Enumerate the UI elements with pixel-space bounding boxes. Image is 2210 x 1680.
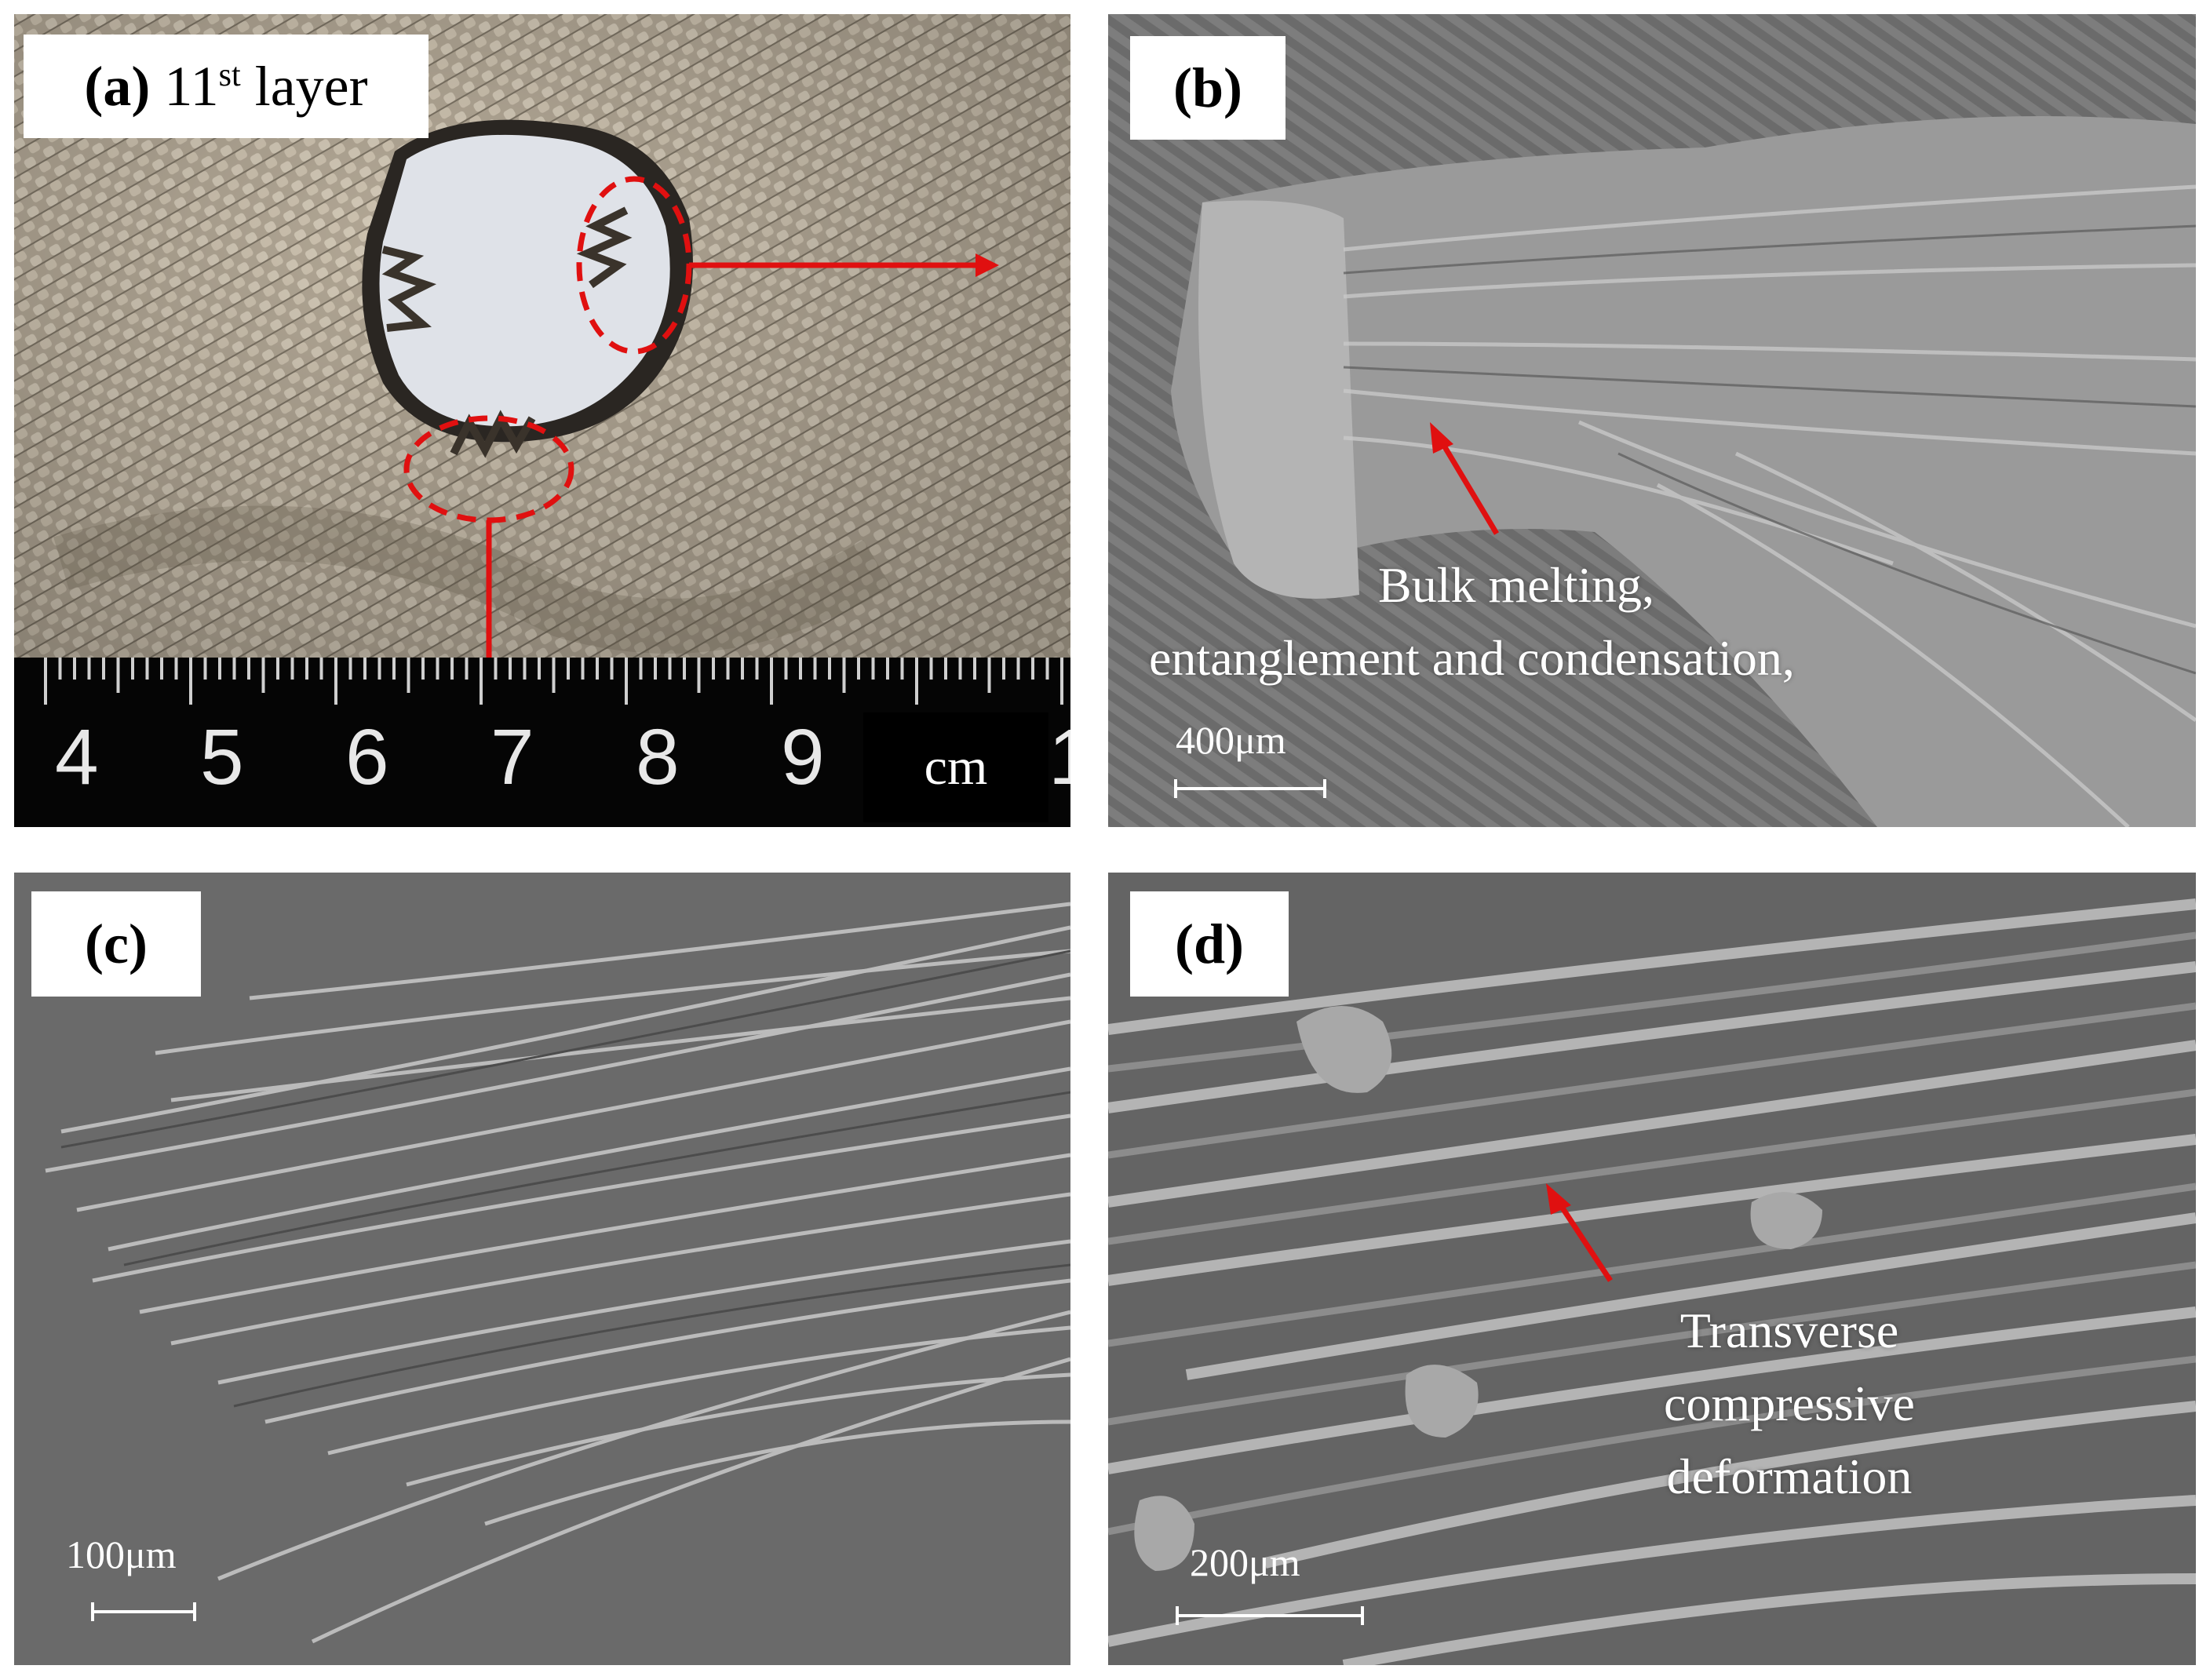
- panel-a-label-box: (a) 11st layer: [24, 35, 429, 138]
- ruler-number-5: 5: [200, 713, 244, 801]
- panel-d-label-box: (d): [1130, 891, 1289, 997]
- panel-d-sem: (d) Transverse compressive deformation 2…: [1108, 873, 2196, 1665]
- panel-b-label-box: (b): [1130, 36, 1286, 140]
- panel-c-sem: (c) 100μm: [14, 873, 1070, 1665]
- panel-c-label: (c): [85, 912, 148, 975]
- ruler-number-8: 8: [636, 713, 680, 801]
- ruler-number-4: 4: [55, 713, 99, 801]
- sem-image-c: [14, 873, 1070, 1665]
- ruler: 4 5 6 7 8 9 cm 1: [14, 658, 1070, 827]
- scale-bar-b: [1174, 779, 1326, 798]
- annotation-d-line1: Transverse: [1679, 1303, 1899, 1358]
- annotation-d-line2: compressive: [1664, 1375, 1915, 1431]
- annotation-d-line3: deformation: [1666, 1448, 1913, 1504]
- arrow-d: [1556, 1201, 1613, 1282]
- sem-image-d: [1108, 873, 2196, 1665]
- ruler-number-6: 6: [345, 713, 389, 801]
- arrow-b: [1439, 440, 1500, 535]
- annotation-b-line2: entanglement and condensation,: [1149, 629, 1795, 686]
- scale-label-d: 200μm: [1190, 1540, 1300, 1584]
- panel-a-label: (a) 11st layer: [84, 54, 368, 118]
- panel-c-label-box: (c): [31, 891, 201, 997]
- annotation-b: Bulk melting, entanglement and condensat…: [1108, 549, 2196, 695]
- scale-label-c: 100μm: [66, 1532, 177, 1576]
- ruler-ticks: [44, 658, 1063, 705]
- sem-image-b: [1108, 14, 2196, 827]
- ruler-unit-box: cm: [863, 712, 1048, 822]
- ruler-unit: cm: [924, 738, 988, 796]
- panel-a-fabric-photo: 4 5 6 7 8 9 cm 1 (a) 11st layer: [14, 14, 1070, 827]
- ruler-number-9: 9: [781, 713, 825, 801]
- annotation-d: Transverse compressive deformation: [1562, 1295, 2017, 1513]
- scale-label-b: 400μm: [1176, 718, 1286, 762]
- scale-bar-d: [1176, 1606, 1364, 1625]
- panel-d-label: (d): [1175, 912, 1244, 975]
- ruler-number-7: 7: [491, 713, 534, 801]
- panel-b-sem: (b) Bulk melting, entanglement and conde…: [1108, 14, 2196, 827]
- annotation-b-line1: Bulk melting,: [1378, 557, 1654, 613]
- ruler-number-edge: 1: [1048, 713, 1070, 801]
- scale-bar-c: [91, 1602, 196, 1621]
- panel-b-label: (b): [1173, 56, 1242, 119]
